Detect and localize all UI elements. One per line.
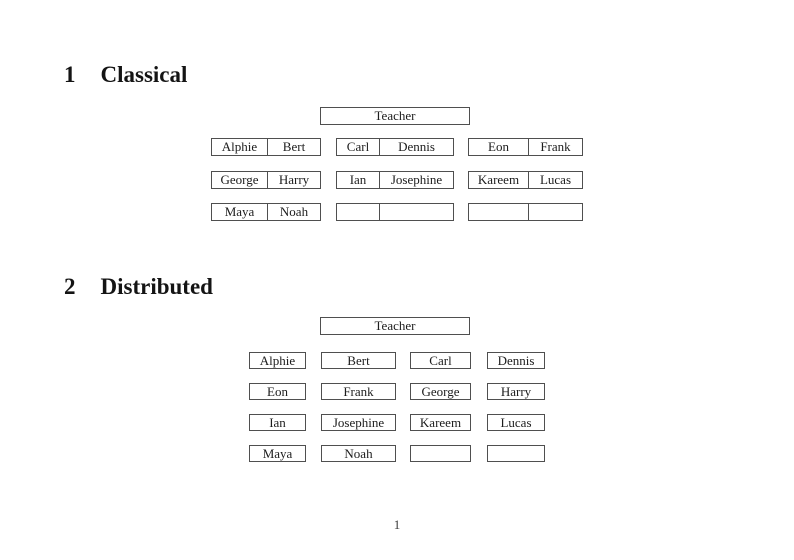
desk-cell-right: Lucas xyxy=(539,172,572,187)
desk: Carl Dennis xyxy=(336,138,454,156)
desk: George Harry xyxy=(211,171,321,189)
desk-cell-right: Harry xyxy=(278,172,310,187)
section-title: Distributed xyxy=(100,274,213,299)
desk-cell-left: Carl xyxy=(337,139,380,155)
desk: George xyxy=(410,383,471,400)
desk-cell-left: Alphie xyxy=(212,139,268,155)
desk-cell-left xyxy=(469,204,529,220)
teacher-box: Teacher xyxy=(320,317,470,335)
desk: Ian xyxy=(249,414,306,431)
section-number: 1 xyxy=(64,62,76,87)
desk: Lucas xyxy=(487,414,545,431)
desk: Dennis xyxy=(487,352,545,369)
desk: Kareem Lucas xyxy=(468,171,583,189)
desk-cell-right xyxy=(380,204,453,220)
desk: Alphie xyxy=(249,352,306,369)
page-number: 1 xyxy=(393,517,401,532)
desk: Alphie Bert xyxy=(211,138,321,156)
desk-cell-left: Kareem xyxy=(469,172,529,188)
desk: Frank xyxy=(321,383,396,400)
desk: Josephine xyxy=(321,414,396,431)
desk-cell-left: George xyxy=(212,172,268,188)
desk: Eon xyxy=(249,383,306,400)
desk-cell-left: Eon xyxy=(469,139,529,155)
desk: Maya xyxy=(249,445,306,462)
desk-cell-right: Frank xyxy=(540,139,571,154)
desk: Harry xyxy=(487,383,545,400)
section-title: Classical xyxy=(100,62,188,87)
desk-cell-left xyxy=(337,204,380,220)
desk: Ian Josephine xyxy=(336,171,454,189)
desk-cell-right: Bert xyxy=(282,139,306,154)
desk-empty xyxy=(410,445,471,462)
desk-cell-left: Ian xyxy=(337,172,380,188)
desk-cell-right: Noah xyxy=(279,204,309,219)
section-heading-distributed: 2 Distributed xyxy=(64,274,213,300)
desk-cell-left: Maya xyxy=(212,204,268,220)
desk-cell-right: Josephine xyxy=(390,172,443,187)
teacher-label: Teacher xyxy=(374,108,416,123)
desk: Bert xyxy=(321,352,396,369)
desk: Eon Frank xyxy=(468,138,583,156)
desk: Maya Noah xyxy=(211,203,321,221)
section-number: 2 xyxy=(64,274,76,299)
section-heading-classical: 1 Classical xyxy=(64,62,187,88)
desk: Kareem xyxy=(410,414,471,431)
desk-empty xyxy=(487,445,545,462)
teacher-box: Teacher xyxy=(320,107,470,125)
desk-empty xyxy=(468,203,583,221)
teacher-label: Teacher xyxy=(374,318,416,333)
desk-cell-right: Dennis xyxy=(398,139,435,154)
desk-empty xyxy=(336,203,454,221)
desk: Carl xyxy=(410,352,471,369)
desk-cell-right xyxy=(529,204,582,220)
desk: Noah xyxy=(321,445,396,462)
